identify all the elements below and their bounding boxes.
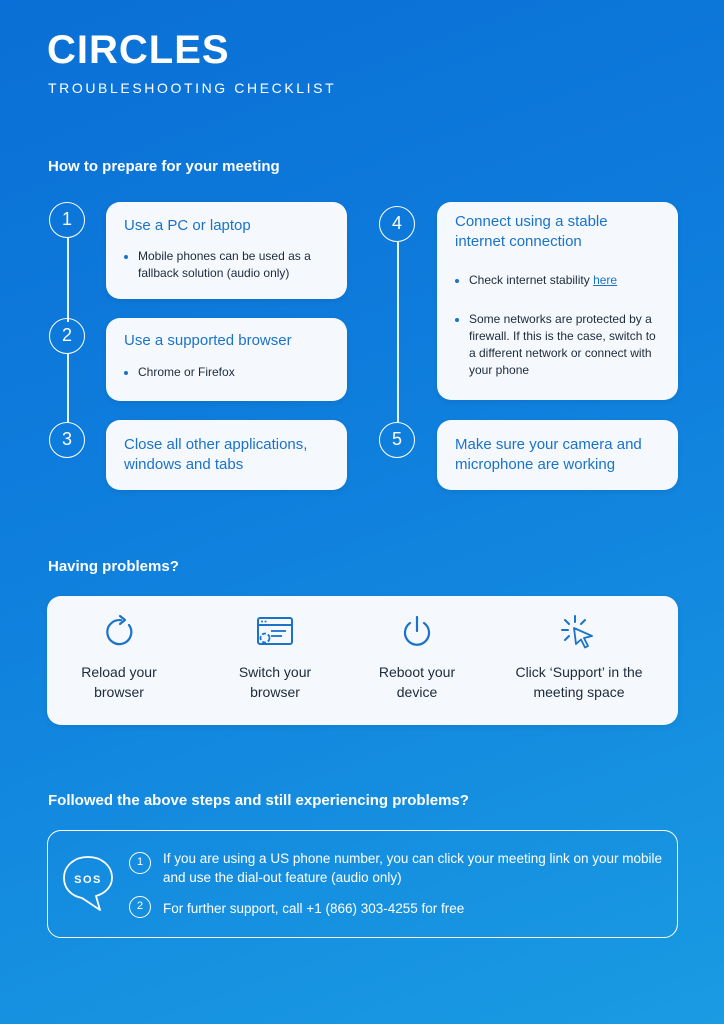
browser-window-icon bbox=[257, 617, 293, 645]
support-step-text: For further support, call +1 (866) 303-4… bbox=[163, 901, 465, 916]
step-title: Use a supported browser bbox=[124, 332, 292, 349]
step-number: 3 bbox=[49, 422, 85, 458]
problems-card: Reload your browser Switch your browser … bbox=[47, 596, 678, 725]
timeline-line bbox=[67, 238, 69, 322]
problems-section-title: Having problems? bbox=[48, 558, 179, 575]
support-box: SOS 1 If you are using a US phone number… bbox=[47, 830, 678, 938]
brand-logo: CIRCLES bbox=[47, 28, 230, 72]
problem-item-support: Click ‘Support’ in the meeting space bbox=[503, 596, 655, 702]
sos-badge: SOS bbox=[74, 874, 102, 886]
power-icon bbox=[403, 615, 431, 646]
timeline-line bbox=[67, 354, 69, 422]
support-step-number: 2 bbox=[129, 896, 151, 918]
problem-label: Reboot your device bbox=[378, 664, 456, 700]
step-number: 4 bbox=[379, 206, 415, 242]
still-section-title: Followed the above steps and still exper… bbox=[48, 792, 469, 809]
step-number: 1 bbox=[49, 202, 85, 238]
step-bullet: Mobile phones can be used as a fallback … bbox=[124, 248, 329, 282]
problem-item-switch-browser: Switch your browser bbox=[219, 596, 331, 702]
problem-label: Switch your browser bbox=[238, 664, 312, 700]
prepare-section-title: How to prepare for your meeting bbox=[48, 158, 280, 175]
step-card-connection: Connect using a stable internet connecti… bbox=[437, 202, 678, 400]
step-title: Close all other applications, windows an… bbox=[124, 436, 308, 473]
problem-label: Click ‘Support’ in the meeting space bbox=[515, 664, 643, 700]
reload-icon bbox=[106, 614, 133, 646]
internet-stability-link[interactable]: here bbox=[593, 273, 618, 287]
problem-label: Reload your browser bbox=[81, 664, 157, 700]
step-card-close-apps: Close all other applications, windows an… bbox=[106, 420, 347, 490]
support-step-text: If you are using a US phone number, you … bbox=[163, 851, 663, 885]
step-title: Connect using a stable internet connecti… bbox=[455, 213, 608, 250]
step-card-camera-mic: Make sure your camera and microphone are… bbox=[437, 420, 678, 490]
timeline-line bbox=[397, 242, 399, 422]
step-bullet: Check internet stability here bbox=[455, 272, 660, 289]
sos-chat-icon: SOS bbox=[63, 856, 113, 911]
step-title: Use a PC or laptop bbox=[124, 217, 251, 234]
problem-item-reload: Reload your browser bbox=[63, 596, 175, 702]
step-card-pc: Use a PC or laptop Mobile phones can be … bbox=[106, 202, 347, 299]
step-title: Make sure your camera and microphone are… bbox=[455, 436, 642, 473]
step-bullet-text: Check internet stability bbox=[469, 273, 590, 287]
support-step-number: 1 bbox=[129, 852, 151, 874]
problem-item-reboot: Reboot your device bbox=[361, 596, 473, 702]
step-bullet: Some networks are protected by a firewal… bbox=[455, 311, 660, 379]
step-number: 2 bbox=[49, 318, 85, 354]
step-number: 5 bbox=[379, 422, 415, 458]
page-subtitle: TROUBLESHOOTING CHECKLIST bbox=[48, 80, 337, 96]
step-bullet: Chrome or Firefox bbox=[124, 364, 329, 381]
cursor-click-icon bbox=[561, 615, 593, 649]
step-card-browser: Use a supported browser Chrome or Firefo… bbox=[106, 318, 347, 401]
